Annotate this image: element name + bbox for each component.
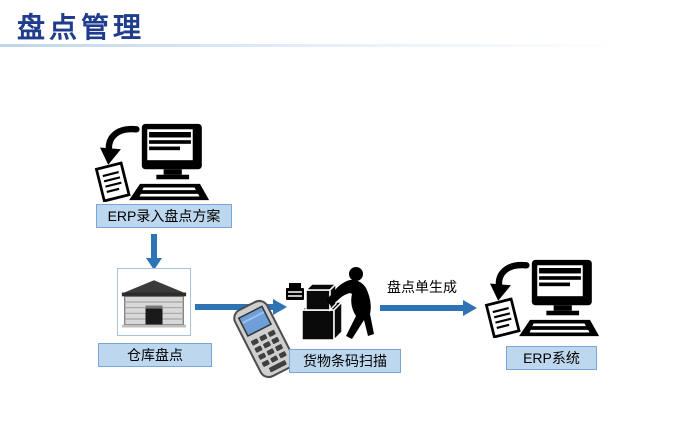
title-divider xyxy=(0,44,700,47)
edge-label-inventory-sheet: 盘点单生成 xyxy=(387,279,457,295)
arrow-right-icon xyxy=(195,299,287,315)
arrow-down-icon xyxy=(146,234,162,270)
arrow-shaft xyxy=(151,234,157,258)
arrow-shaft xyxy=(195,304,273,310)
node-erp-entry-label: ERP录入盘点方案 xyxy=(96,204,232,228)
warehouse-icon xyxy=(117,268,191,336)
arrow-head xyxy=(463,300,477,316)
node-warehouse-label: 仓库盘点 xyxy=(98,343,212,367)
arrow-head xyxy=(273,299,287,315)
arrow-right-icon xyxy=(380,300,478,316)
computer-with-document-icon xyxy=(478,258,602,338)
node-barcode-scan-label: 货物条码扫描 xyxy=(289,349,401,373)
computer-with-document-icon xyxy=(88,122,212,202)
node-erp-system-label: ERP系统 xyxy=(506,346,597,370)
arrow-shaft xyxy=(380,305,463,311)
page-title: 盘点管理 xyxy=(17,12,146,43)
arrow-head xyxy=(146,258,162,270)
worker-scanning-boxes-icon xyxy=(286,262,382,346)
